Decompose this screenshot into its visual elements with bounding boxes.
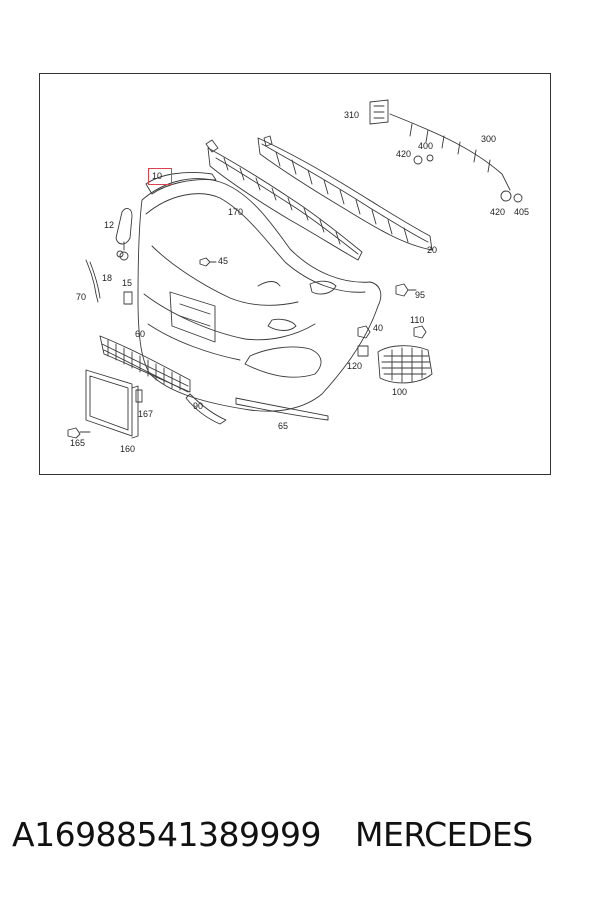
callout-420-bottom: 420 [490, 207, 506, 217]
screw-110 [413, 325, 427, 339]
callout-40: 40 [373, 323, 384, 333]
callout-160: 160 [120, 444, 136, 454]
callout-65: 65 [278, 421, 289, 431]
callout-100: 100 [392, 387, 408, 397]
callout-12: 12 [104, 220, 115, 230]
callout-95: 95 [415, 290, 426, 300]
fog-lamp-grille [377, 345, 433, 384]
callout-167: 167 [138, 409, 154, 419]
wiring-harness [389, 113, 511, 191]
screw-95 [395, 283, 409, 297]
callout-170: 170 [228, 207, 244, 217]
parking-sensor-right [500, 190, 512, 202]
callout-45: 45 [218, 256, 229, 266]
callout-18: 18 [102, 273, 113, 283]
callout-165: 165 [70, 438, 86, 448]
side-trim [85, 259, 99, 303]
part-number: A16988541389999 [12, 814, 322, 854]
brand-name: MERCEDES [355, 814, 533, 854]
bumper-cover [137, 178, 382, 412]
license-plate-bracket [85, 369, 133, 437]
callout-120: 120 [347, 361, 363, 371]
callout-110: 110 [410, 315, 425, 325]
clip-40 [357, 325, 371, 339]
parts-diagram: 10 12 18 15 70 45 170 20 310 300 400 420… [39, 73, 551, 475]
callout-60: 60 [135, 329, 146, 339]
callout-300: 300 [481, 134, 497, 144]
callout-405: 405 [514, 207, 530, 217]
callout-400: 400 [418, 141, 434, 151]
sensor-bracket-310 [369, 99, 389, 125]
lower-lip [235, 397, 329, 421]
product-caption: A16988541389999 MERCEDES [12, 812, 592, 856]
lower-grille [99, 335, 191, 393]
callout-20: 20 [427, 245, 438, 255]
callout-15: 15 [122, 278, 133, 288]
energy-absorber [207, 147, 363, 261]
washer-cover [115, 208, 133, 245]
callout-90: 90 [193, 401, 204, 411]
screw-165 [67, 427, 81, 439]
nut-120 [357, 345, 369, 357]
bumper-exploded-view [67, 99, 523, 439]
callout-420-top: 420 [396, 149, 412, 159]
reinforcement-beam [257, 137, 433, 251]
upper-trim-strip [145, 172, 217, 195]
callout-310: 310 [344, 110, 360, 120]
callout-10: 10 [148, 168, 172, 185]
callout-70: 70 [76, 292, 87, 302]
lower-strip [185, 393, 227, 425]
screw-45 [199, 257, 211, 267]
parking-sensor [413, 155, 423, 165]
